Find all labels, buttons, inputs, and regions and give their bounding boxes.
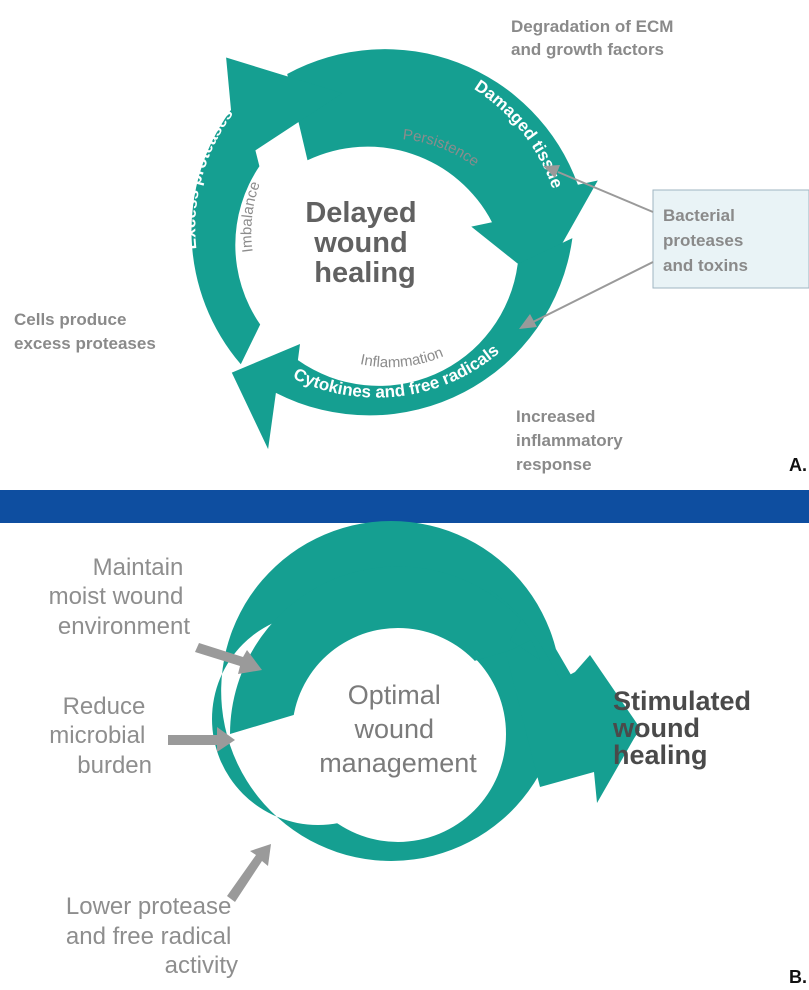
maintain-label: Maintain moist wound environment xyxy=(49,554,191,640)
panel-a: Excess proteases Damaged tissue Cytokine… xyxy=(14,17,809,475)
pointer-head-damaged xyxy=(543,165,560,178)
panel-a-label: A. xyxy=(789,455,807,475)
panel-b: Optimal wound management Maintain moist … xyxy=(49,520,807,987)
divider-band xyxy=(0,490,809,523)
input-arrows xyxy=(168,643,271,902)
damaged-tissue-segment xyxy=(287,49,598,282)
pointer-head-cytokines xyxy=(519,314,537,329)
cytokines-segment xyxy=(231,238,573,450)
lower-arrow xyxy=(227,844,271,902)
degradation-label: Degradation of ECM and growth factors xyxy=(511,17,678,59)
reduce-label: Reduce microbial burden xyxy=(49,693,152,779)
optimal-management-title: Optimal wound management xyxy=(319,680,477,778)
maintain-arrow xyxy=(195,643,262,674)
excess-proteases-segment xyxy=(191,57,343,365)
lower-label: Lower protease and free radical activity xyxy=(66,893,238,979)
management-hole-inner xyxy=(292,628,504,840)
cytokines-label: Cytokines and free radicals xyxy=(291,341,503,402)
panel-b-label: B. xyxy=(789,967,807,987)
reduce-arrow xyxy=(168,727,235,752)
inflammation-label: Inflammation xyxy=(359,344,446,371)
stimulated-healing-label: Stimulated wound healing xyxy=(612,686,759,770)
delayed-healing-title: Delayed wound healing xyxy=(305,197,424,289)
cycle-ring xyxy=(191,49,598,450)
bacterial-pointers xyxy=(519,165,654,329)
pointer-line-cytokines xyxy=(532,261,654,323)
cells-produce-label: Cells produce excess proteases xyxy=(14,310,156,353)
pointer-line-damaged xyxy=(557,171,654,213)
bacterial-label: Bacterial proteases and toxins xyxy=(663,206,748,275)
increased-response-label: Increased inflammatory response xyxy=(516,407,627,474)
bacterial-box: Bacterial proteases and toxins xyxy=(652,189,809,289)
